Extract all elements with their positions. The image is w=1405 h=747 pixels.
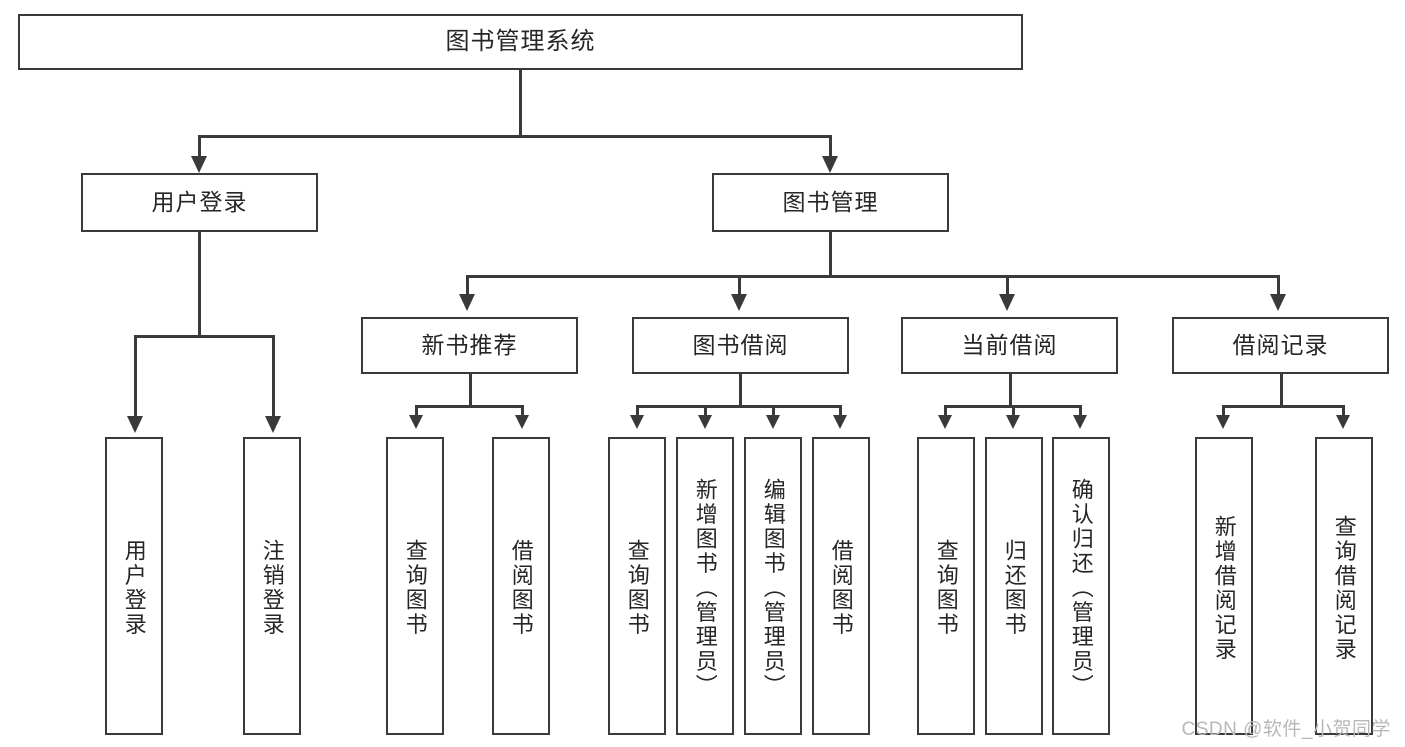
node-label: 用户登录 [151, 189, 248, 216]
leaf-label: 查询图书 [933, 539, 959, 637]
connector-current-borrow-leaf-3 [1079, 405, 1082, 417]
leaf-label: 归还图书 [1001, 539, 1027, 637]
leaf-label: 编辑图书（管理员） [760, 477, 786, 699]
leaf-new-book-borrow[interactable]: 借阅图书 [492, 437, 550, 735]
node-current-borrow[interactable]: 当前借阅 [901, 317, 1118, 374]
leaf-label: 借阅图书 [828, 539, 854, 637]
leaf-label: 查询图书 [402, 539, 428, 637]
leaf-current-borrow-return[interactable]: 归还图书 [985, 437, 1043, 735]
node-book-management[interactable]: 图书管理 [712, 173, 949, 232]
leaf-book-borrow-edit[interactable]: 编辑图书（管理员） [744, 437, 802, 735]
leaf-borrow-record-query[interactable]: 查询借阅记录 [1315, 437, 1373, 735]
arrowhead-book-borrow [731, 294, 747, 311]
connector-book-borrow-leaf-2 [704, 405, 707, 417]
connector-to-current-borrow [1006, 275, 1009, 297]
leaf-label: 确认归还（管理员） [1068, 477, 1094, 699]
connector-new-book-leaf-1 [415, 405, 418, 417]
arrowhead-book-borrow-leaf-1 [630, 415, 644, 429]
arrowhead-current-borrow [999, 294, 1015, 311]
arrowhead-new-book [459, 294, 475, 311]
connector-new-book-bar [415, 405, 524, 408]
leaf-book-borrow-add[interactable]: 新增图书（管理员） [676, 437, 734, 735]
connector-book-borrow-leaf-1 [636, 405, 639, 417]
connector-book-borrow-leaf-3 [772, 405, 775, 417]
node-user-login[interactable]: 用户登录 [81, 173, 318, 232]
connector-borrow-record-bar [1222, 405, 1342, 408]
node-borrow-record[interactable]: 借阅记录 [1172, 317, 1389, 374]
arrowhead-borrow-record [1270, 294, 1286, 311]
node-label: 借阅记录 [1232, 332, 1329, 359]
node-label: 当前借阅 [961, 332, 1058, 359]
arrowhead-user-login-leaf-2 [265, 416, 281, 433]
leaf-user-logout[interactable]: 注销登录 [243, 437, 301, 735]
node-label: 图书借阅 [692, 332, 789, 359]
leaf-borrow-record-add[interactable]: 新增借阅记录 [1195, 437, 1253, 735]
leaf-label: 注销登录 [259, 539, 285, 637]
connector-book-borrow-leaf-4 [839, 405, 842, 417]
node-new-book-recommend[interactable]: 新书推荐 [361, 317, 578, 374]
leaf-label: 新增借阅记录 [1211, 514, 1237, 662]
connector-root-stem [519, 70, 522, 137]
leaf-label: 新增图书（管理员） [692, 477, 718, 699]
connector-root-to-user-login [198, 135, 201, 159]
leaf-user-login[interactable]: 用户登录 [105, 437, 163, 735]
connector-current-borrow-stem [1009, 374, 1012, 407]
connector-borrow-record-leaf-2 [1342, 405, 1345, 417]
connector-to-new-book [466, 275, 469, 297]
leaf-label: 查询借阅记录 [1331, 514, 1357, 662]
connector-user-login-bar [134, 335, 274, 338]
arrowhead-root-to-user-login [191, 156, 207, 173]
node-root-system[interactable]: 图书管理系统 [18, 14, 1023, 70]
node-book-borrow[interactable]: 图书借阅 [632, 317, 849, 374]
connector-user-login-to-leaf-1 [134, 335, 137, 419]
leaf-book-borrow-query[interactable]: 查询图书 [608, 437, 666, 735]
arrowhead-user-login-leaf-1 [127, 416, 143, 433]
connector-book-borrow-bar [636, 405, 841, 408]
connector-book-manage-bar [466, 275, 1277, 278]
node-label: 图书管理系统 [445, 28, 596, 56]
connector-root-to-book-manage [829, 135, 832, 159]
connector-to-borrow-record [1277, 275, 1280, 297]
arrowhead-current-borrow-leaf-3 [1073, 415, 1087, 429]
leaf-new-book-query[interactable]: 查询图书 [386, 437, 444, 735]
arrowhead-book-borrow-leaf-4 [833, 415, 847, 429]
arrowhead-root-to-book-manage [822, 156, 838, 173]
leaf-current-borrow-confirm[interactable]: 确认归还（管理员） [1052, 437, 1110, 735]
connector-new-book-leaf-2 [521, 405, 524, 417]
leaf-book-borrow-lend[interactable]: 借阅图书 [812, 437, 870, 735]
connector-book-borrow-stem [739, 374, 742, 407]
connector-user-login-to-leaf-2 [272, 335, 275, 419]
connector-borrow-record-stem [1280, 374, 1283, 407]
arrowhead-book-borrow-leaf-2 [698, 415, 712, 429]
connector-book-manage-stem [829, 232, 832, 277]
leaf-label: 查询图书 [624, 539, 650, 637]
leaf-label: 用户登录 [121, 539, 147, 637]
leaf-current-borrow-query[interactable]: 查询图书 [917, 437, 975, 735]
connector-new-book-stem [469, 374, 472, 407]
connector-current-borrow-leaf-1 [944, 405, 947, 417]
node-label: 图书管理 [782, 189, 879, 216]
arrowhead-borrow-record-leaf-2 [1336, 415, 1350, 429]
connector-root-bar [198, 135, 831, 138]
arrowhead-current-borrow-leaf-1 [938, 415, 952, 429]
connector-to-book-borrow [738, 275, 741, 297]
connector-user-login-stem [198, 232, 201, 337]
connector-borrow-record-leaf-1 [1222, 405, 1225, 417]
connector-current-borrow-leaf-2 [1012, 405, 1015, 417]
leaf-label: 借阅图书 [508, 539, 534, 637]
node-label: 新书推荐 [421, 332, 518, 359]
arrowhead-current-borrow-leaf-2 [1006, 415, 1020, 429]
arrowhead-new-book-leaf-1 [409, 415, 423, 429]
arrowhead-new-book-leaf-2 [515, 415, 529, 429]
arrowhead-borrow-record-leaf-1 [1216, 415, 1230, 429]
arrowhead-book-borrow-leaf-3 [766, 415, 780, 429]
